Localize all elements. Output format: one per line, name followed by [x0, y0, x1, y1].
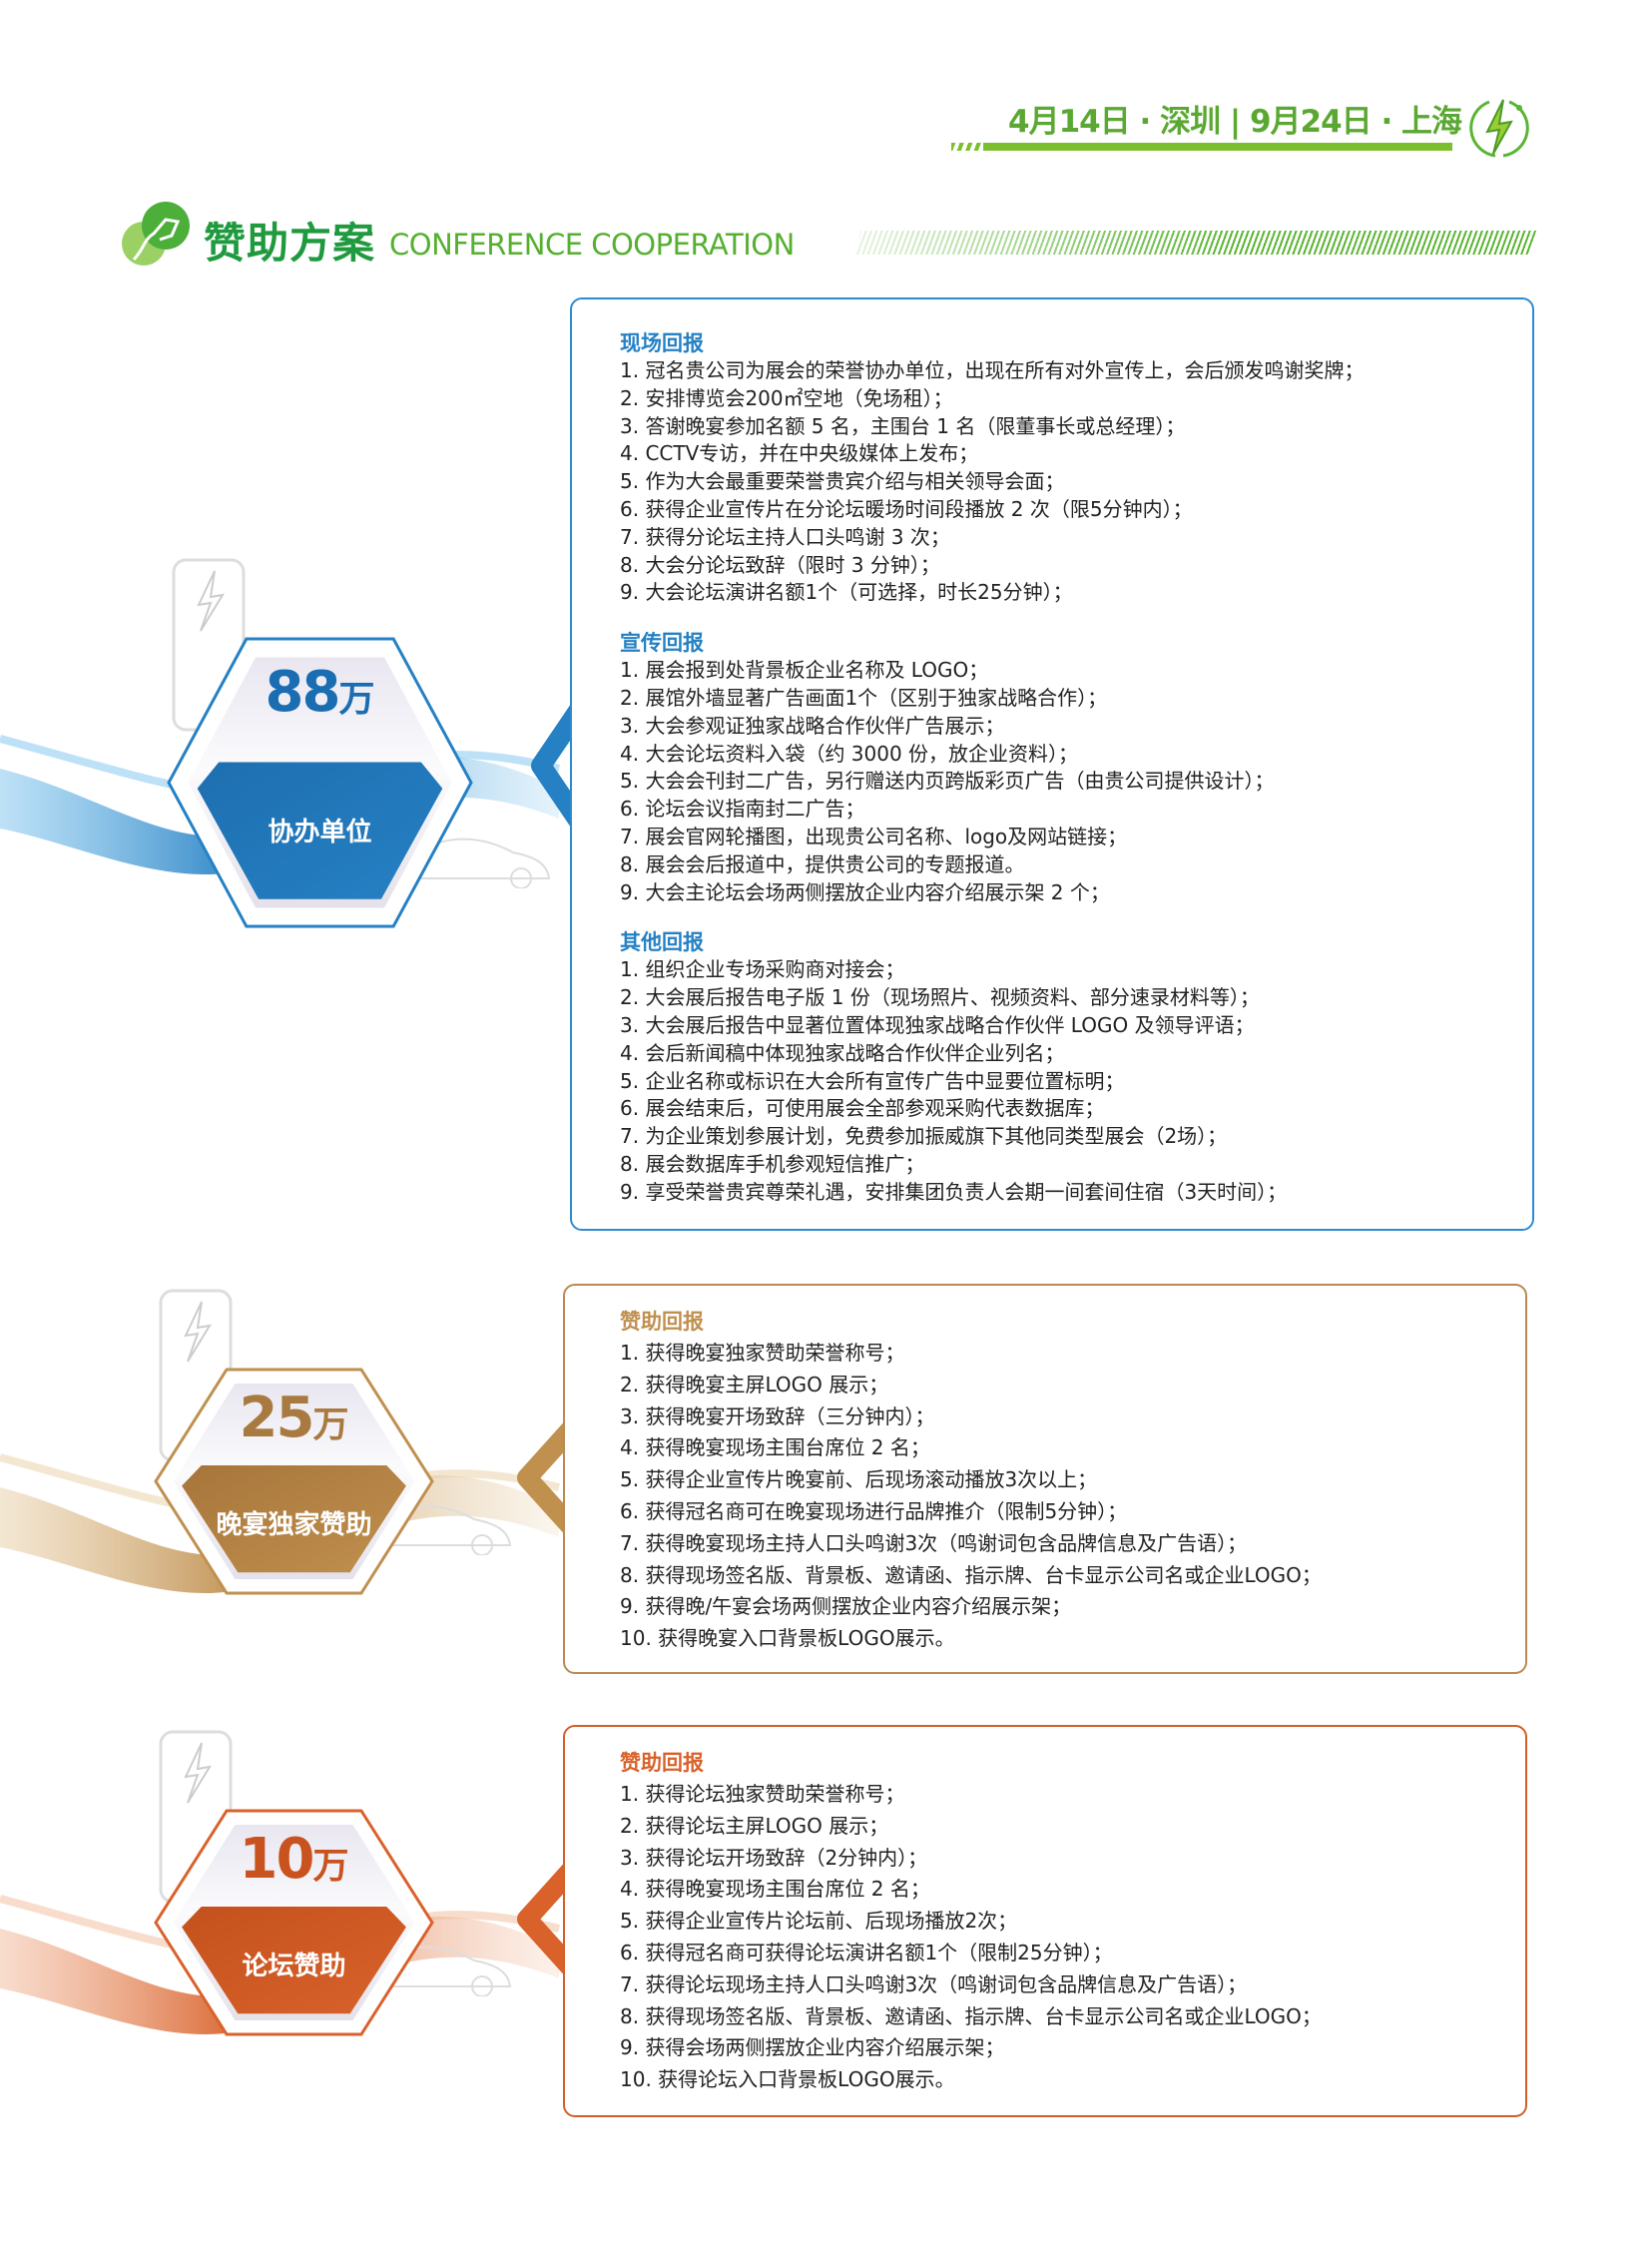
section-heading: 赞助回报	[620, 1751, 704, 1775]
benefit-item: 3. 答谢晚宴参加名额 5 名，主围台 1 名（限董事长或总经理）；	[620, 413, 1186, 438]
benefit-item: 10. 获得晚宴入口背景板LOGO展示。	[620, 1626, 955, 1651]
hexagon-shape	[154, 1368, 434, 1595]
page-subtitle: CONFERENCE COOPERATION	[389, 228, 795, 262]
benefit-item: 8. 展会数据库手机参观短信推广；	[620, 1151, 925, 1176]
benefit-item: 2. 展馆外墙显著广告画面1个（区别于独家战略合作）；	[620, 685, 1108, 710]
price-value: 88万	[167, 660, 473, 725]
benefit-list: 1. 获得论坛独家赞助荣誉称号； 2. 获得论坛主屏LOGO 展示； 3. 获得论坛…	[620, 1779, 1322, 2096]
price-hexagon: 25万 晚宴独家赞助	[154, 1368, 434, 1595]
benefit-item: 8. 展会会后报道中，提供贵公司的专题报道。	[620, 851, 1025, 876]
car-outline-icon	[404, 838, 551, 888]
benefit-item: 2. 安排博览会200㎡空地（免场租）；	[620, 385, 953, 410]
benefit-list: 1. 冠名贵公司为展会的荣誉协办单位，出现在所有对外宣传上，会后颁发鸣谢奖牌； 2…	[620, 357, 1364, 607]
benefit-item: 7. 获得晚宴现场主持人口头鸣谢3次（鸣谢词包含品牌信息及广告语）；	[620, 1530, 1248, 1555]
benefit-list: 1. 展会报到处背景板企业名称及 LOGO；2. 展馆外墙显著广告画面1个（区别…	[620, 657, 1364, 906]
benefit-item: 7. 展会官网轮播图，出现贵公司名称、logo及网站链接；	[620, 824, 1128, 848]
price-number: 10	[239, 1827, 315, 1893]
page-title: 赞助方案	[204, 219, 376, 268]
tier-label: 论坛赞助	[242, 1951, 346, 1981]
header-underline	[983, 143, 1452, 151]
benefit-item: 8. 获得现场签名版、背景板、邀请函、指示牌、台卡显示公司名或企业LOGO；	[620, 1562, 1322, 1587]
benefit-item: 3. 大会参观证独家战略合作伙伴广告展示；	[620, 713, 1005, 738]
section-heading: 其他回报	[620, 930, 704, 955]
benefit-item: 8. 获得现场签名版、背景板、邀请函、指示牌、台卡显示公司名或企业LOGO；	[620, 2003, 1322, 2028]
benefit-section: 赞助回报 1. 获得晚宴独家赞助荣誉称号； 2. 获得晚宴主屏LOGO 展示； 3. …	[620, 1308, 1322, 1655]
benefit-item: 1. 冠名贵公司为展会的荣誉协办单位，出现在所有对外宣传上，会后颁发鸣谢奖牌；	[620, 358, 1365, 382]
benefit-item: 4. 大会论坛资料入袋（约 3000 份，放企业资料）；	[620, 741, 1079, 766]
chevron-left-icon	[517, 1854, 587, 1984]
title-hatch-bar	[854, 231, 1539, 255]
benefit-item: 1. 获得论坛独家赞助荣誉称号；	[620, 1782, 905, 1806]
benefit-item: 9. 获得会场两侧摆放企业内容介绍展示架；	[620, 2035, 1005, 2060]
event-dates: 4月14日 · 深圳 | 9月24日 · 上海	[1008, 104, 1462, 140]
benefit-list: 1. 获得晚宴独家赞助荣誉称号； 2. 获得晚宴主屏LOGO 展示； 3. 获得晚宴…	[620, 1338, 1322, 1655]
benefit-item: 5. 获得企业宣传片晚宴前、后现场滚动播放3次以上；	[620, 1467, 1098, 1492]
benefit-item: 6. 获得冠名商可获得论坛演讲名额1个（限制25分钟）；	[620, 1940, 1113, 1964]
benefits-content: 赞助回报 1. 获得论坛独家赞助荣誉称号； 2. 获得论坛主屏LOGO 展示； 3. …	[620, 1749, 1322, 2096]
benefit-item: 4. 获得晚宴现场主围台席位 2 名；	[620, 1877, 930, 1902]
benefit-section: 赞助回报 1. 获得论坛独家赞助荣誉称号； 2. 获得论坛主屏LOGO 展示； 3. …	[620, 1749, 1322, 2096]
benefit-item: 10. 获得论坛入口背景板LOGO展示。	[620, 2067, 955, 2092]
benefit-item: 7. 获得论坛现场主持人口头鸣谢3次（鸣谢词包含品牌信息及广告语）；	[620, 1971, 1248, 1996]
benefit-item: 6. 展会结束后，可使用展会全部参观采购代表数据库；	[620, 1096, 1105, 1121]
benefit-item: 6. 论坛会议指南封二广告；	[620, 797, 865, 822]
benefit-item: 5. 大会会刊封二广告，另行赠送内页跨版彩页广告（由贵公司提供设计）；	[620, 769, 1275, 794]
benefits-box	[563, 1725, 1527, 2117]
benefit-item: 1. 展会报到处背景板企业名称及 LOGO；	[620, 658, 989, 683]
benefit-item: 3. 获得晚宴开场致辞（三分钟内）；	[620, 1403, 935, 1428]
benefit-item: 4. 会后新闻稿中体现独家战略合作伙伴企业列名；	[620, 1040, 1065, 1065]
price-value: 10万	[154, 1827, 434, 1892]
benefit-item: 7. 获得分论坛主持人口头鸣谢 3 次；	[620, 524, 950, 549]
benefit-item: 3. 大会展后报告中显著位置体现独家战略合作伙伴 LOGO 及领导评语；	[620, 1012, 1255, 1037]
benefit-item: 9. 获得晚/午宴会场两侧摆放企业内容介绍展示架；	[620, 1594, 1072, 1619]
benefit-item: 5. 企业名称或标识在大会所有宣传广告中显要位置标明；	[620, 1068, 1125, 1093]
benefit-item: 9. 享受荣誉贵宾尊荣礼遇，安排集团负责人会期一间套间住宿（3天时间）；	[620, 1179, 1288, 1204]
benefit-item: 1. 获得晚宴独家赞助荣誉称号；	[620, 1341, 905, 1365]
benefit-item: 5. 作为大会最重要荣誉贵宾介绍与相关领导会面；	[620, 469, 1065, 494]
chevron-left-icon	[531, 700, 589, 832]
hexagon-shape	[154, 1809, 434, 2036]
hexagon-shape	[167, 637, 473, 928]
tier-label: 协办单位	[268, 818, 372, 848]
benefit-item: 4. CCTV专访，并在中央级媒体上发布；	[620, 441, 979, 466]
benefit-item: 6. 获得企业宣传片在分论坛暖场时间段播放 2 次（限5分钟内）；	[620, 496, 1193, 521]
chevron-left-icon	[517, 1412, 587, 1543]
benefit-item: 2. 大会展后报告电子版 1 份（现场照片、视频资料、部分速录材料等）；	[620, 985, 1260, 1010]
benefits-content: 赞助回报 1. 获得晚宴独家赞助荣誉称号； 2. 获得晚宴主屏LOGO 展示； 3. …	[620, 1308, 1322, 1655]
section-heading: 现场回报	[620, 331, 704, 355]
price-hexagon: 10万 论坛赞助	[154, 1809, 434, 2036]
benefit-item: 9. 大会论坛演讲名额1个（可选择，时长25分钟）；	[620, 580, 1073, 605]
benefit-item: 3. 获得论坛开场致辞（2分钟内）；	[620, 1845, 928, 1870]
price-number: 88	[265, 660, 341, 726]
section-heading: 赞助回报	[620, 1310, 704, 1334]
benefit-item: 8. 大会分论坛致辞（限时 3 分钟）；	[620, 552, 940, 577]
price-hexagon: 88万 协办单位	[167, 637, 473, 928]
benefit-item: 5. 获得企业宣传片论坛前、后现场播放2次；	[620, 1909, 1018, 1934]
benefit-item: 2. 获得论坛主屏LOGO 展示；	[620, 1813, 889, 1838]
price-unit: 万	[312, 1846, 349, 1888]
price-value: 25万	[154, 1386, 434, 1450]
header-stripes	[951, 143, 981, 151]
benefit-item: 2. 获得晚宴主屏LOGO 展示；	[620, 1372, 889, 1397]
benefit-item: 4. 获得晚宴现场主围台席位 2 名；	[620, 1435, 930, 1460]
price-number: 25	[239, 1386, 315, 1451]
section-heading: 宣传回报	[620, 631, 704, 656]
lightning-logo-icon	[1469, 99, 1529, 158]
benefits-box	[563, 1284, 1527, 1674]
price-unit: 万	[312, 1404, 349, 1446]
tier-label: 晚宴独家赞助	[216, 1509, 372, 1540]
price-unit: 万	[338, 679, 375, 721]
benefit-list: 1. 组织企业专场采购商对接会； 2. 大会展后报告电子版 1 份（现场照片、视频…	[620, 956, 1364, 1206]
charging-plug-icon	[122, 202, 190, 266]
benefit-item: 6. 获得冠名商可在晚宴现场进行品牌推介（限制5分钟）；	[620, 1498, 1128, 1523]
benefit-item: 9. 大会主论坛会场两侧摆放企业内容介绍展示架 2 个；	[620, 879, 1110, 904]
benefit-item: 7. 为企业策划参展计划，免费参加振威旗下其他同类型展会（2场）；	[620, 1124, 1228, 1149]
benefits-box	[570, 297, 1534, 1231]
benefit-item: 1. 组织企业专场采购商对接会；	[620, 957, 905, 982]
